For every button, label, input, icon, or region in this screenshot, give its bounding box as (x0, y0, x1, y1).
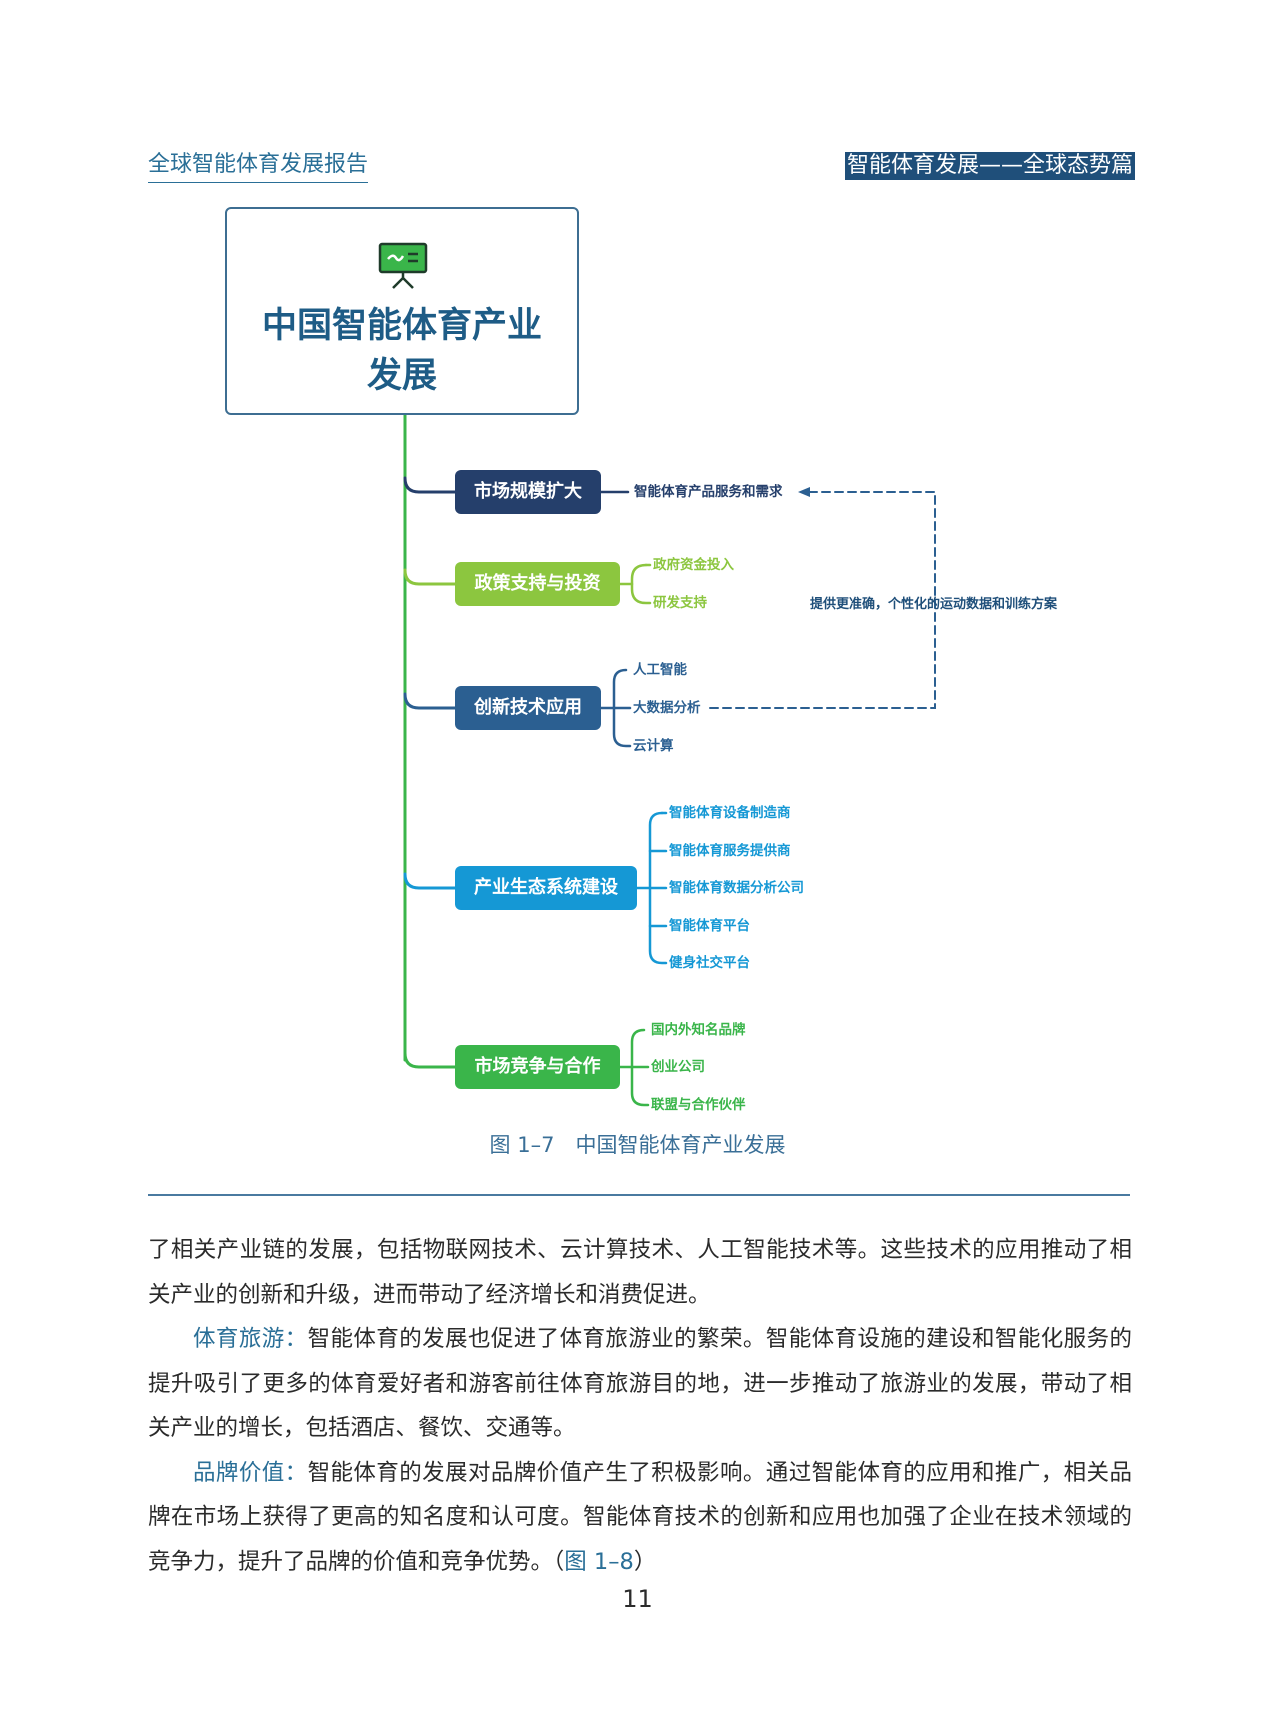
leaf-ai: 人工智能 (633, 662, 687, 678)
divider (148, 1194, 1130, 1196)
branch-connector-1 (403, 476, 457, 494)
mindmap-connectors (403, 413, 936, 1107)
branch-competition: 市场竞争与合作 (455, 1045, 620, 1089)
leaf-platforms: 智能体育平台 (669, 918, 750, 934)
presentation-board-icon (378, 242, 428, 289)
leaf-brands: 国内外知名品牌 (651, 1022, 746, 1038)
term-brand-value: 品牌价值： (193, 1459, 308, 1486)
leaf-rnd-support: 研发支持 (653, 595, 707, 611)
arrowhead-icon (798, 487, 810, 497)
leaf-alliances: 联盟与合作伙伴 (651, 1097, 746, 1113)
paragraph-1: 了相关产业链的发展，包括物联网技术、云计算技术、人工智能技术等。这些技术的应用推… (148, 1237, 1132, 1308)
figure-caption: 图 1–7 中国智能体育产业发展 (489, 1133, 786, 1157)
leaf-demand: 智能体育产品服务和需求 (634, 484, 783, 500)
figure-reference-link[interactable]: 图 1–8 (564, 1548, 634, 1575)
link-note: 提供更准确，个性化的运动数据和训练方案 (810, 597, 1058, 612)
body-text: 了相关产业链的发展，包括物联网技术、云计算技术、人工智能技术等。这些技术的应用推… (148, 1228, 1132, 1584)
paragraph-2: 体育旅游：智能体育的发展也促进了体育旅游业的繁荣。智能体育设施的建设和智能化服务… (148, 1326, 1132, 1441)
page-number: 11 (622, 1585, 653, 1613)
branch-connector-4 (403, 872, 457, 890)
branch-ecosystem: 产业生态系统建设 (455, 866, 637, 910)
branch-connector-5 (403, 1051, 457, 1069)
branch-market-scale: 市场规模扩大 (455, 470, 601, 514)
mindmap-root-title: 中国智能体育产业 发展 (261, 306, 542, 396)
mindmap-root: 中国智能体育产业 发展 (225, 207, 579, 415)
leaf-service-providers: 智能体育服务提供商 (669, 843, 791, 859)
branch-connector-2 (403, 568, 457, 586)
leaf-startups: 创业公司 (651, 1059, 705, 1075)
running-header-section: 智能体育发展——全球态势篇 (844, 152, 1135, 180)
branch-tech-application: 创新技术应用 (455, 686, 601, 730)
leaf-fitness-social: 健身社交平台 (669, 955, 750, 971)
branch-policy-support: 政策支持与投资 (455, 562, 620, 606)
running-header-title: 全球智能体育发展报告 (148, 150, 369, 183)
leaf-data-companies: 智能体育数据分析公司 (669, 880, 804, 896)
paragraph-3: 品牌价值：智能体育的发展对品牌价值产生了积极影响。通过智能体育的应用和推广，相关… (148, 1459, 1132, 1575)
leaf-device-makers: 智能体育设备制造商 (669, 805, 791, 821)
leaf-big-data: 大数据分析 (633, 700, 701, 716)
term-sports-tourism: 体育旅游： (193, 1326, 308, 1352)
branch-connector-3 (403, 692, 457, 710)
leaf-cloud: 云计算 (633, 738, 674, 754)
leaf-gov-funding: 政府资金投入 (653, 557, 734, 573)
dashed-link (709, 491, 936, 709)
